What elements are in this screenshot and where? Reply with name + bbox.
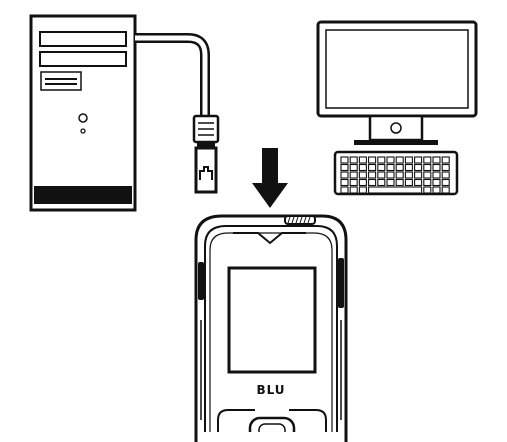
monitor-base: [354, 140, 438, 145]
keyboard-key: [423, 186, 432, 194]
phone-screen: [227, 266, 317, 374]
keyboard-key: [432, 163, 441, 172]
drive-bay-top: [39, 31, 127, 47]
monitor: [316, 20, 478, 145]
keyboard-key: [368, 171, 377, 179]
phone-top-grip: [284, 215, 316, 225]
keyboard-key: [377, 163, 386, 172]
keyboard-key: [368, 163, 377, 172]
keyboard-key: [414, 171, 423, 179]
phone-right-side-button: [338, 258, 344, 308]
phone: BLU: [194, 214, 348, 442]
phone-top-notch: [233, 232, 306, 245]
keyboard-key: [414, 163, 423, 172]
keyboard-key: [368, 178, 377, 187]
keyboard-key: [386, 163, 395, 172]
keyboard-key: [340, 186, 349, 194]
keyboard-key: [395, 156, 404, 164]
keyboard-key: [395, 171, 404, 179]
keyboard-key: [395, 163, 404, 172]
keyboard-key: [423, 163, 432, 172]
keyboard-spacebar: [368, 186, 423, 194]
keyboard-key: [414, 178, 423, 187]
keyboard-key: [386, 171, 395, 179]
keyboard-key: [441, 156, 450, 164]
phone-bezel: [204, 225, 338, 442]
keyboard: [333, 150, 459, 196]
usb-cable: [135, 33, 220, 194]
keyboard-key: [423, 171, 432, 179]
phone-left-side-button: [198, 262, 204, 300]
keyboard-key: [377, 156, 386, 164]
keyboard-key: [340, 171, 349, 179]
drive-bay-bottom: [39, 51, 127, 67]
monitor-screen: [325, 29, 469, 109]
keyboard-key: [358, 186, 367, 194]
keyboard-key: [340, 163, 349, 172]
keyboard-key: [432, 171, 441, 179]
keyboard-key: [441, 171, 450, 179]
keyboard-key: [368, 156, 377, 164]
phone-brand-label: BLU: [256, 383, 285, 397]
power-button-icon: [78, 113, 88, 123]
tower-base: [34, 186, 132, 204]
keyboard-key: [432, 178, 441, 187]
keyboard-key: [377, 171, 386, 179]
keyboard-key: [404, 156, 413, 164]
keyboard-key: [423, 178, 432, 187]
keyboard-key: [358, 171, 367, 179]
keyboard-key: [386, 178, 395, 187]
usb-connector: [192, 114, 220, 194]
keyboard-key: [377, 178, 386, 187]
keyboard-key: [432, 156, 441, 164]
down-arrow-icon: [252, 148, 288, 208]
keyboard-key: [404, 163, 413, 172]
keyboard-keys: [340, 156, 450, 194]
pc-tower: [29, 14, 137, 212]
keyboard-key: [404, 178, 413, 187]
keyboard-key: [340, 156, 349, 164]
keyboard-key: [441, 163, 450, 172]
keyboard-key: [423, 156, 432, 164]
keyboard-key: [358, 163, 367, 172]
keyboard-key: [349, 163, 358, 172]
keyboard-key: [340, 178, 349, 187]
keyboard-key: [349, 156, 358, 164]
keyboard-key: [386, 156, 395, 164]
tower-case: [29, 14, 137, 212]
floppy-slot: [40, 71, 82, 91]
keyboard-key: [404, 171, 413, 179]
power-led-icon: [80, 128, 86, 134]
keyboard-key: [349, 178, 358, 187]
monitor-power-icon: [390, 122, 402, 134]
keyboard-key: [349, 171, 358, 179]
keyboard-key: [358, 156, 367, 164]
keyboard-key: [441, 186, 450, 194]
bottom-crop: [0, 432, 507, 442]
keyboard-key: [349, 186, 358, 194]
keyboard-key: [441, 178, 450, 187]
keyboard-key: [358, 178, 367, 187]
keyboard-key: [414, 156, 423, 164]
keyboard-key: [395, 178, 404, 187]
keyboard-key: [432, 186, 441, 194]
